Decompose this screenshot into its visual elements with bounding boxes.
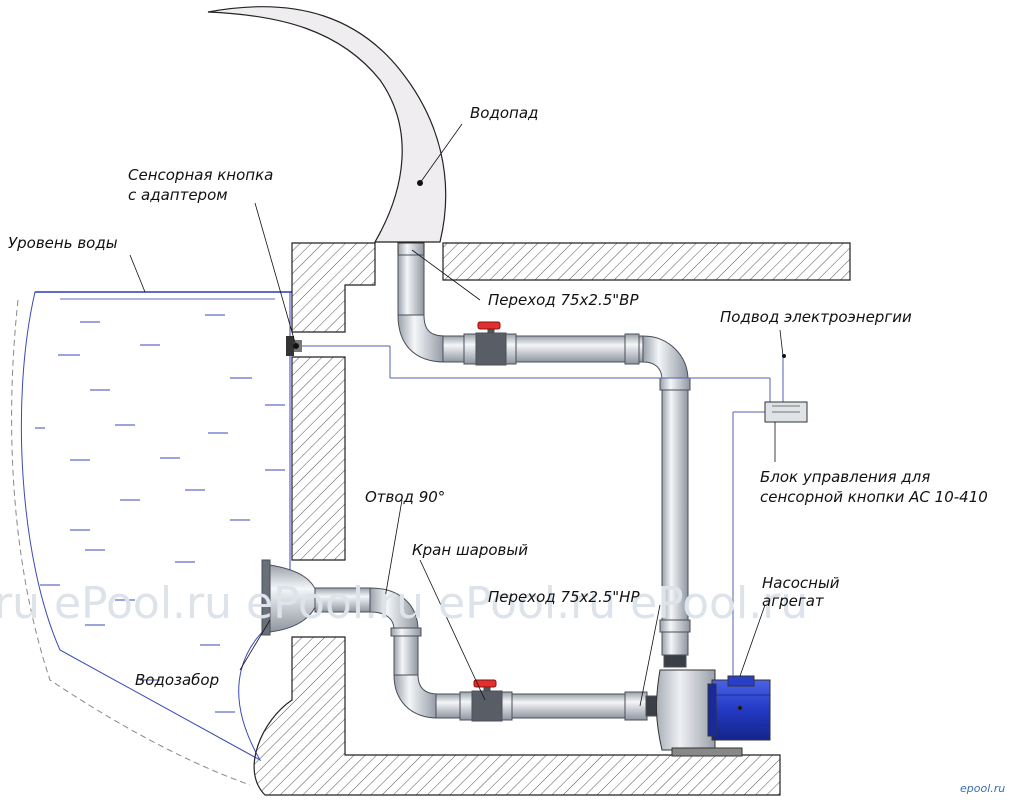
label-intake: Водозабор [135, 671, 219, 689]
label-power-supply: Подвод электроэнергии [720, 308, 912, 326]
label-waterfall: Водопад [470, 104, 538, 122]
label-adapter-bottom: Переход 75х2.5"НР [488, 588, 640, 606]
concrete-walls [253, 242, 851, 796]
label-ball-valve: Кран шаровый [412, 541, 528, 559]
label-pump-unit: агрегат [762, 592, 825, 610]
leader-lines [129, 123, 784, 707]
label-sensor-button: Сенсорная кнопка [128, 166, 273, 184]
control-unit [764, 354, 808, 423]
label-control-unit-model: сенсорной кнопки АС 10-410 [760, 488, 988, 506]
control-wiring [300, 345, 784, 676]
label-water-level: Уровень воды [8, 234, 118, 252]
pump-unit [656, 669, 771, 757]
label-sensor-adapter: с адаптером [128, 186, 228, 204]
watermark-logo: epool.ru [960, 782, 1005, 795]
pool-water [11, 291, 292, 786]
labels: Водопад Сенсорная кнопка с адаптером Уро… [8, 104, 988, 689]
watermark-text: .ru ePool.ru ePool.ru ePool.ru ePool.ru [0, 578, 808, 629]
watermark: .ru ePool.ru ePool.ru ePool.ru ePool.ru … [0, 578, 1005, 795]
label-adapter-top: Переход 75х2.5"ВР [488, 291, 639, 309]
waterfall [207, 6, 447, 256]
intake-pipe [261, 559, 659, 722]
label-elbow: Отвод 90° [365, 488, 445, 506]
label-pump: Насосный [762, 574, 840, 592]
label-control-unit: Блок управления для [760, 468, 930, 486]
top-pipe [397, 254, 691, 668]
